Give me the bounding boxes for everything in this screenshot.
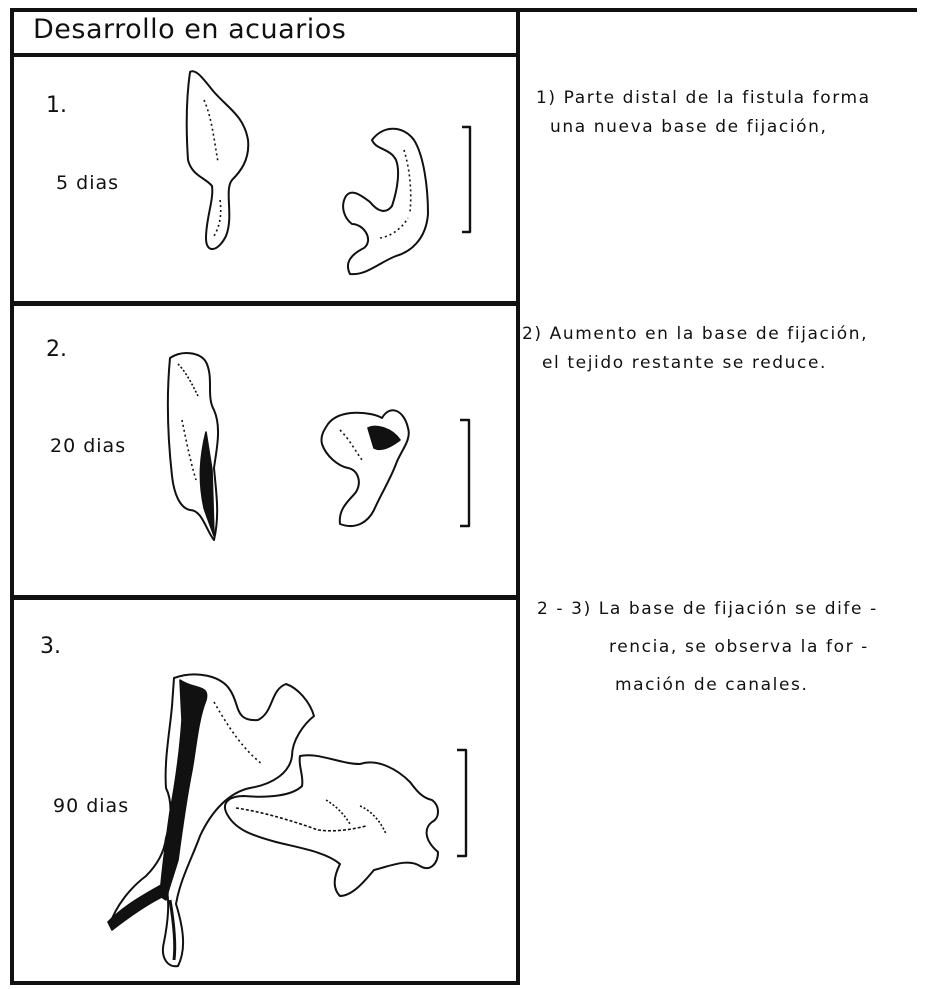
scale-bar-2 [460, 420, 469, 526]
specimen-3b-drawing [225, 755, 438, 896]
specimen-3a-drawing [108, 674, 314, 966]
scale-bar-3 [457, 750, 466, 856]
specimen-1a-drawing [187, 71, 249, 249]
scale-bar-1 [462, 127, 470, 232]
specimen-2b-drawing [321, 410, 408, 526]
specimen-1b-drawing [343, 129, 428, 274]
specimen-2a-drawing [168, 353, 218, 540]
